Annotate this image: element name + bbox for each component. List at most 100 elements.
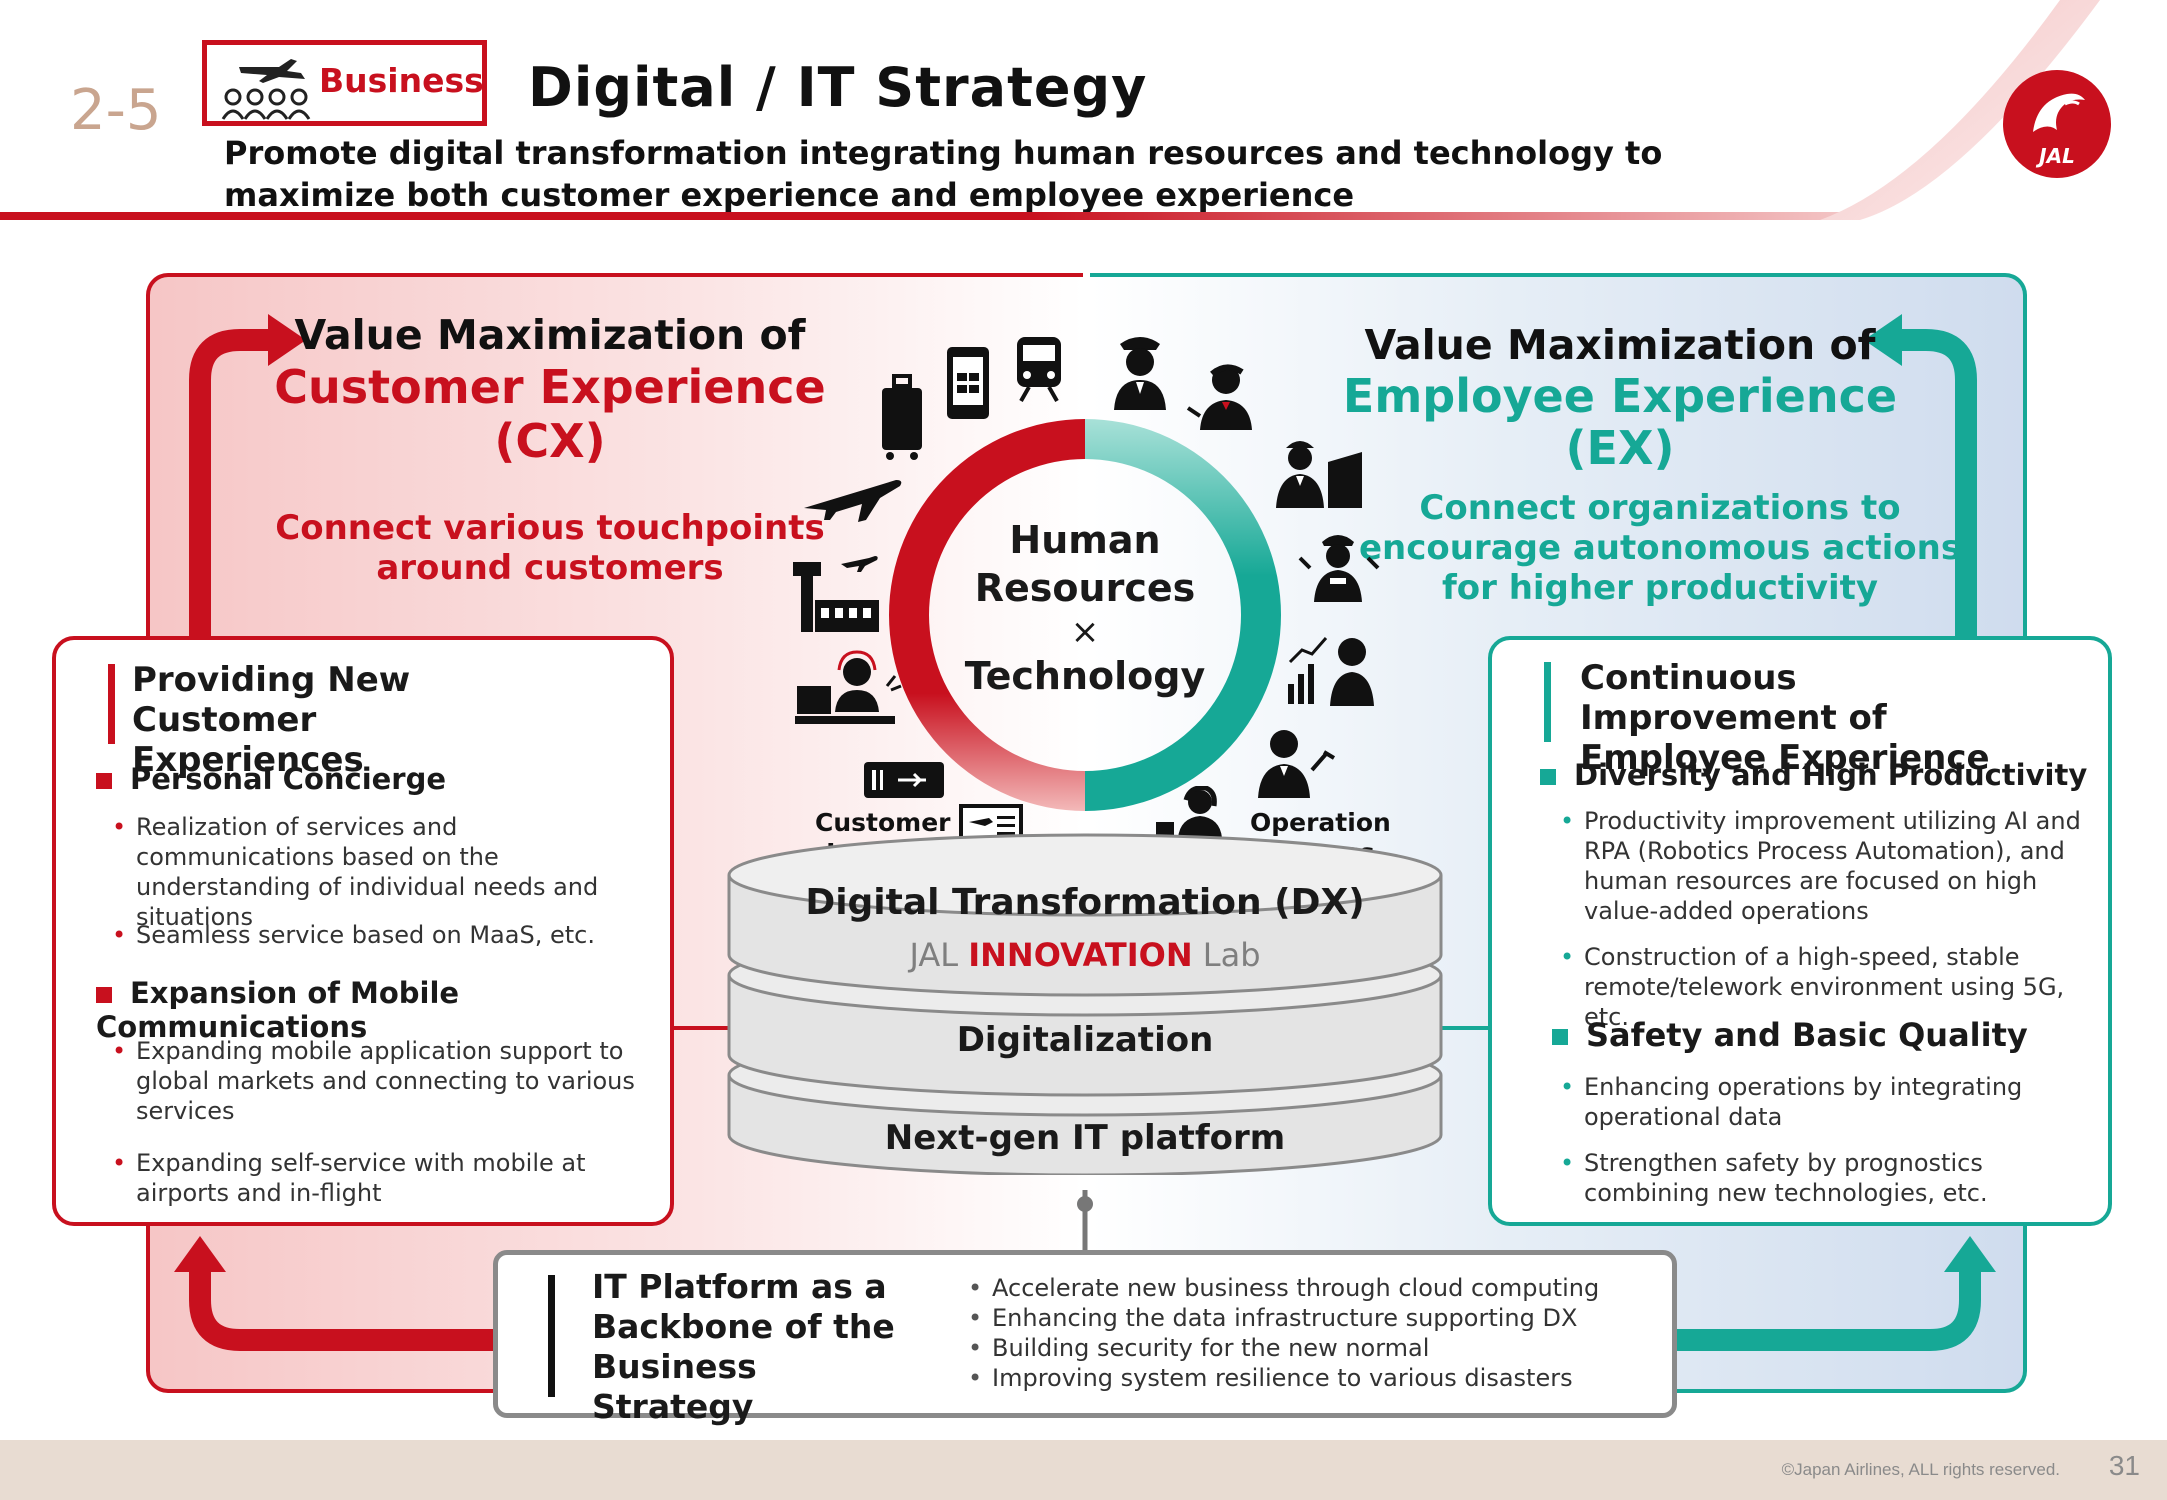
lab-prefix: JAL <box>909 936 969 974</box>
cx-box-title: Providing New Customer Experiences <box>132 660 411 780</box>
ground-crew-icon <box>1298 535 1380 602</box>
cx-subtitle-line1: Connect various touchpoints <box>275 508 825 548</box>
cx-title-line3: (CX) <box>494 414 606 468</box>
ex-title-line3: (EX) <box>1565 421 1675 475</box>
cx-item-2-heading-text: Expansion of Mobile Communications <box>96 976 460 1044</box>
cx-bullet-2-1-text: Expanding mobile application support to … <box>136 1037 635 1125</box>
innovation-lab-logo: JAL INNOVATION Lab <box>760 936 1410 974</box>
boarding-pass-icon <box>864 762 944 798</box>
ex-bullet-2-1: •Enhancing operations by integrating ope… <box>1560 1073 2023 1131</box>
cx-item-1-heading-text: Personal Concierge <box>130 762 447 796</box>
dx-layer-label: Digital Transformation (DX) <box>805 882 1365 923</box>
page-number: 31 <box>2108 1450 2140 1481</box>
staff-presenting-icon <box>1258 730 1336 798</box>
it-bullet-3-text: Building security for the new normal <box>992 1334 1430 1362</box>
it-platform-title: IT Platform as a Backbone of the Busines… <box>592 1267 895 1426</box>
jal-logo: JAL <box>2003 70 2111 178</box>
cx-bullet-1-2: •Seamless service based on MaaS, etc. <box>112 921 595 949</box>
ex-box-accent <box>1544 662 1551 742</box>
center-line2: Resources <box>974 566 1196 610</box>
jal-logo-text: JAL <box>2039 144 2075 168</box>
it-bullet-4: •Improving system resilience to various … <box>968 1364 1573 1392</box>
airport-tower-icon <box>793 556 879 632</box>
ex-bullet-1-1: •Productivity improvement utilizing AI a… <box>1560 807 2081 925</box>
cx-title: Value Maximization of Customer Experienc… <box>250 310 850 468</box>
ex-bullet-2-2: •Strengthen safety by prognostics combin… <box>1560 1149 1988 1207</box>
cx-title-line2: Customer Experience <box>274 360 826 414</box>
ex-subtitle-line1: Connect organizations to <box>1419 488 1901 528</box>
airplane-icon <box>804 480 902 522</box>
ex-box: Continuous Improvement of Employee Exper… <box>1488 636 2112 1226</box>
cx-item-2-heading: Expansion of Mobile Communications <box>96 976 670 1044</box>
copyright-text: ©Japan Airlines, ALL rights reserved. <box>1781 1460 2060 1479</box>
ex-bullet-1-2-text: Construction of a high-speed, stable rem… <box>1584 943 2065 1031</box>
cx-subtitle-line2: around customers <box>376 548 724 588</box>
ex-item-2-heading-text: Safety and Basic Quality <box>1586 1016 2028 1054</box>
ex-bullet-2-1-text: Enhancing operations by integrating oper… <box>1584 1073 2023 1131</box>
it-bullet-2-text: Enhancing the data infrastructure suppor… <box>992 1304 1578 1332</box>
lab-main: INNOVATION <box>968 936 1193 974</box>
center-line1: Human <box>1009 518 1161 562</box>
cx-bullet-2-2-text: Expanding self-service with mobile at ai… <box>136 1149 586 1207</box>
cx-title-line1: Value Maximization of <box>294 311 806 359</box>
ex-title-line2: Employee Experience <box>1342 369 1898 423</box>
it-bullet-4-text: Improving system resilience to various d… <box>992 1364 1573 1392</box>
cx-item-1-heading: Personal Concierge <box>96 762 446 796</box>
it-bullet-3: •Building security for the new normal <box>968 1334 1430 1362</box>
cx-bullet-1-2-text: Seamless service based on MaaS, etc. <box>136 921 595 949</box>
cx-bullet-2-1: •Expanding mobile application support to… <box>112 1037 635 1125</box>
center-cross: × <box>1070 612 1100 652</box>
it-bullet-1-text: Accelerate new business through cloud co… <box>992 1274 1600 1302</box>
header-divider <box>0 0 2100 220</box>
page-title: Digital / IT Strategy <box>528 56 1148 119</box>
ex-title-line1: Value Maximization of <box>1364 321 1876 369</box>
ex-item-1-heading-text: Diversity and High Productivity <box>1574 758 2088 792</box>
cx-box: Providing New Customer Experiences Perso… <box>52 636 674 1226</box>
ex-title: Value Maximization of Employee Experienc… <box>1320 320 1920 474</box>
ex-box-title: Continuous Improvement of Employee Exper… <box>1580 658 1990 778</box>
square-bullet-icon <box>1552 1029 1568 1045</box>
lab-suffix: Lab <box>1192 936 1261 974</box>
center-label: Human Resources × Technology <box>940 516 1230 700</box>
it-platform-box: IT Platform as a Backbone of the Busines… <box>493 1250 1677 1426</box>
call-center-agent-icon <box>795 650 902 724</box>
ex-item-1-heading: Diversity and High Productivity <box>1540 758 2087 792</box>
business-badge: Business <box>202 40 487 126</box>
crane-logo-icon <box>2003 70 2111 178</box>
cx-box-accent <box>108 664 115 744</box>
pilot-icon <box>1114 337 1166 410</box>
ex-bullet-1-2: •Construction of a high-speed, stable re… <box>1560 943 2065 1031</box>
section-number: 2-5 <box>70 78 162 143</box>
footer-bar <box>0 1440 2167 1500</box>
human-technology-ring <box>889 419 1281 811</box>
flight-attendant-icon <box>1186 364 1252 430</box>
cx-bullet-1-1: •Realization of services and communicati… <box>112 813 599 931</box>
dx-layer-stack <box>727 833 1443 1175</box>
cx-bullet-1-1-text: Realization of services and communicatio… <box>136 813 599 931</box>
train-icon <box>1017 337 1061 402</box>
square-bullet-icon <box>96 773 112 789</box>
it-bullet-2: •Enhancing the data infrastructure suppo… <box>968 1304 1578 1332</box>
page-subtitle: Promote digital transformation integrati… <box>224 134 1663 214</box>
cx-subtitle: Connect various touchpoints around custo… <box>250 508 850 588</box>
badge-label: Business <box>319 61 484 100</box>
ex-bullet-1-1-text: Productivity improvement utilizing AI an… <box>1584 807 2081 925</box>
cx-bullet-2-2: •Expanding self-service with mobile at a… <box>112 1149 586 1207</box>
it-platform-accent <box>548 1275 555 1397</box>
digitalization-layer-label: Digitalization <box>956 1020 1214 1060</box>
square-bullet-icon <box>96 987 112 1003</box>
ex-subtitle-line2: encourage autonomous actions <box>1358 528 1962 568</box>
smartphone-icon <box>947 347 989 419</box>
airplane-people-icon <box>221 59 311 120</box>
analyst-chart-icon <box>1288 637 1374 706</box>
ex-bullet-2-2-text: Strengthen safety by prognostics combini… <box>1584 1149 1988 1207</box>
mechanic-icon <box>1276 441 1362 508</box>
ex-item-2-heading: Safety and Basic Quality <box>1552 1016 2028 1054</box>
square-bullet-icon <box>1540 769 1556 785</box>
it-platform-bullets: •Accelerate new business through cloud c… <box>968 1273 1648 1393</box>
platform-layer-label: Next-gen IT platform <box>884 1118 1286 1158</box>
ex-subtitle-line3: for higher productivity <box>1441 568 1879 608</box>
center-line3: Technology <box>964 654 1206 698</box>
suitcase-icon <box>882 374 922 460</box>
